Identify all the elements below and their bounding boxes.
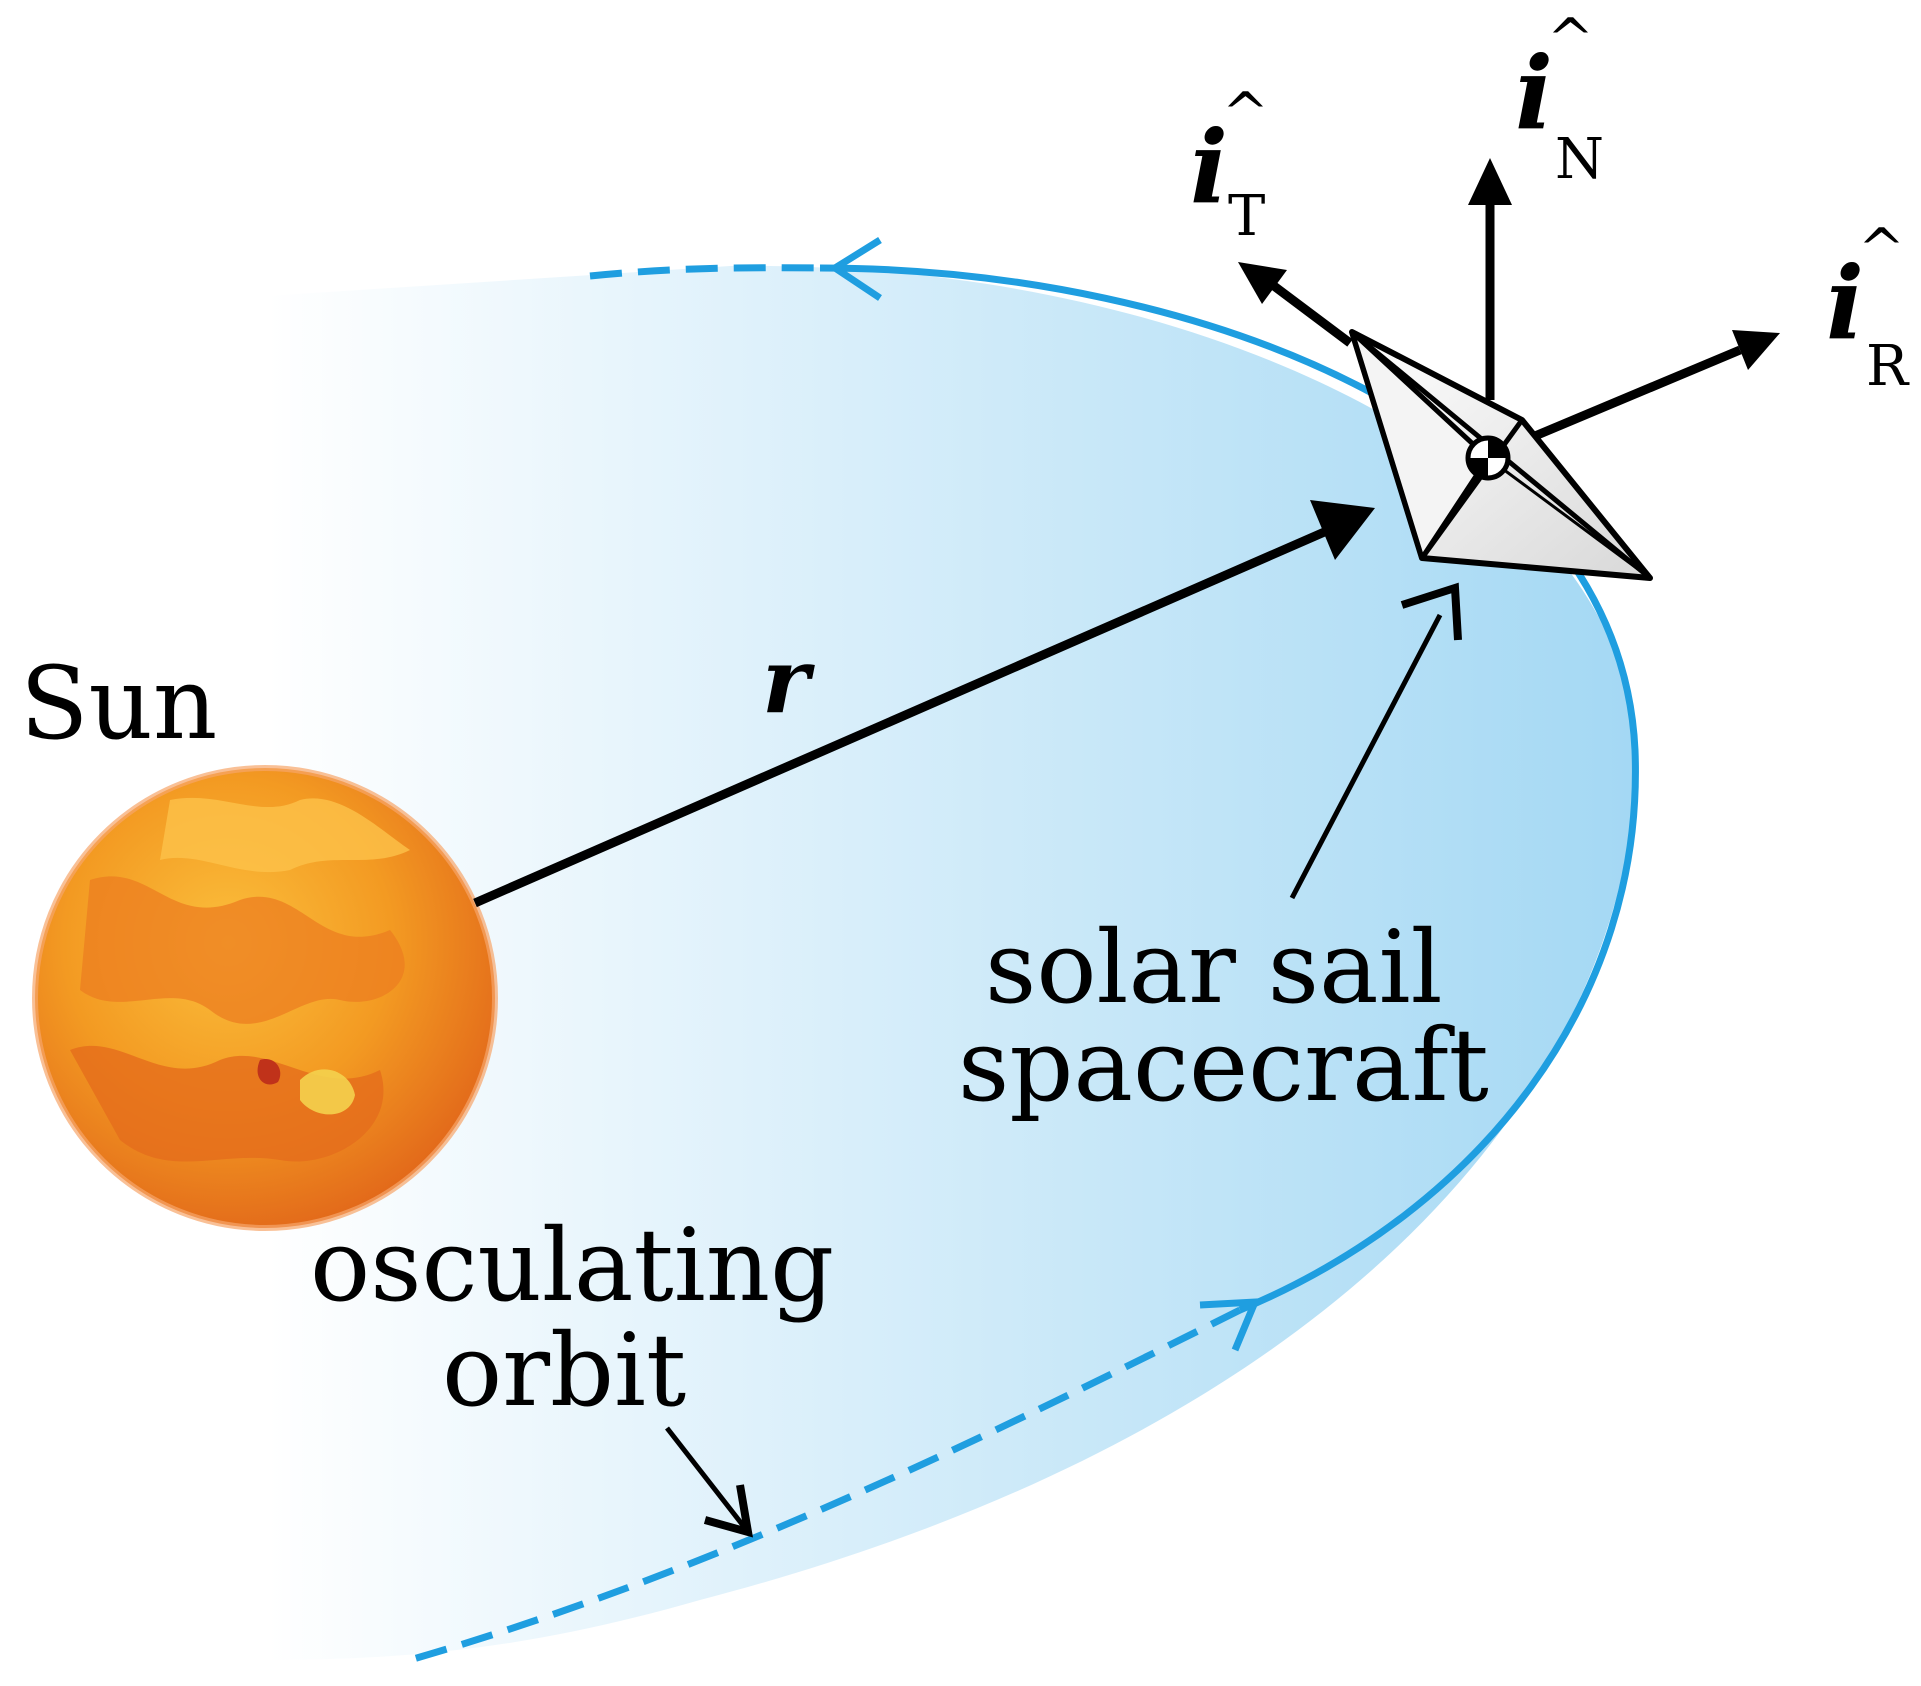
orbit-direction-chevron-top [828,237,882,301]
position-vector-r [473,518,1347,908]
orbit-pointer-line [665,1426,747,1530]
orbit-label-line2: orbit [442,1312,686,1429]
svg-text:T: T [1228,184,1265,249]
spacecraft-label-line2: spacecraft [958,1007,1489,1124]
axis-normal-label: ^ i N [1515,7,1604,192]
axis-radial-arrow [1533,345,1742,441]
svg-text:R: R [1866,334,1910,399]
sun-label: Sun [20,645,217,762]
position-vector-arrowhead [1310,500,1375,560]
spacecraft-label-line1: solar sail [985,909,1443,1026]
svg-text:^: ^ [1858,217,1905,282]
svg-text:N: N [1555,127,1604,192]
axis-radial-arrowhead [1732,330,1780,370]
orbit-label-line1: osculating [310,1207,834,1324]
osculating-orbit-solid [819,264,1639,1314]
orbit-direction-chevron-bottom [1199,1298,1261,1352]
axis-normal-arrowhead [1468,158,1512,205]
spacecraft-pointer-head [1400,582,1462,641]
svg-text:i: i [1826,244,1864,362]
orbit-pointer-head [703,1484,754,1538]
svg-text:i: i [1515,34,1553,152]
orbital-plane-shading [267,265,1636,1660]
sun [32,765,498,1231]
osculating-orbit-dashed-top [589,264,821,280]
position-vector-label: r [762,628,815,734]
svg-text:^: ^ [1547,7,1594,72]
center-of-mass-icon [1465,435,1511,481]
axis-radial-label: ^ i R [1826,217,1910,399]
axis-tangential-arrowhead [1238,262,1287,304]
axis-tangential-arrow [1267,279,1353,347]
osculating-orbit-dashed-bottom [409,1306,1242,1664]
axis-tangential-label: ^ i T [1190,81,1269,249]
spacecraft-pointer-line [1289,613,1443,900]
svg-text:i: i [1190,108,1228,226]
solar-sail-spacecraft [1349,329,1653,581]
svg-text:^: ^ [1222,81,1269,146]
